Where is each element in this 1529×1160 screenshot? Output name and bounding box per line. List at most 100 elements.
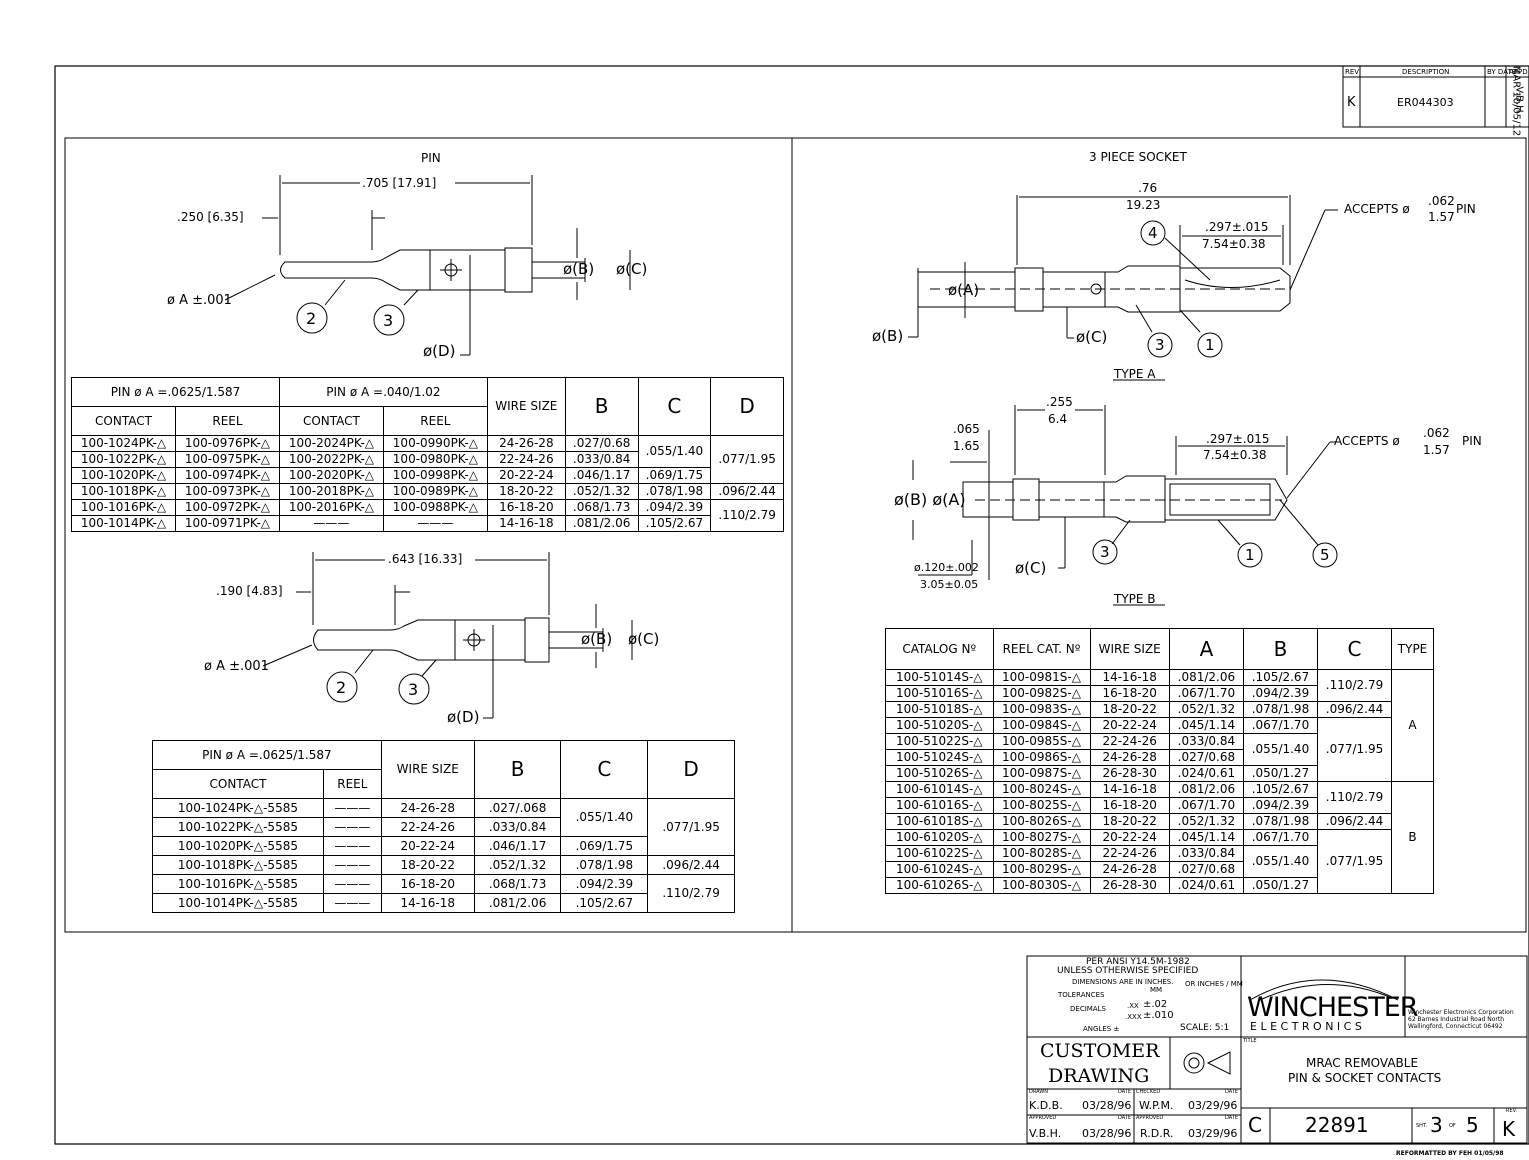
type-b-bore-top: .297±.015 <box>1206 432 1270 446</box>
table-row: 100-1018PK-△ 100-0973PK-△ 100-2018PK-△ 1… <box>71 483 784 500</box>
table-row: 100-51022S-△ 100-0985S-△ 22-24-26 .033/0… <box>885 733 1434 766</box>
approved-date-label: DATE <box>1118 1115 1132 1121</box>
xx-tolerance: ±.02 <box>1143 999 1168 1010</box>
rev-description: ER044303 <box>1397 96 1454 109</box>
table-cell: 16-18-20 <box>1089 797 1170 814</box>
table-cell: .078/1.98 <box>1242 813 1319 830</box>
table-cell: 100-61026S-△ <box>885 877 994 894</box>
table-cell: 100-2016PK-△ <box>278 499 384 516</box>
appd-col-header: APPD <box>1509 68 1528 76</box>
socket-table-wire-header: WIRE SIZE <box>1089 628 1170 670</box>
table-cell: 100-1020PK-△ <box>71 467 176 484</box>
table-cell: 100-8024S-△ <box>992 781 1091 798</box>
table-cell: 20-22-24 <box>1089 829 1170 846</box>
pin-table-1-c-header: C <box>637 377 712 436</box>
type-b-front-bottom: 1.65 <box>953 439 980 453</box>
table-cell: .067/1.70 <box>1242 829 1319 846</box>
table-cell: .052/1.32 <box>473 855 562 875</box>
table-cell: .110/2.79 <box>1316 781 1393 814</box>
table-cell: 100-0987S-△ <box>992 765 1091 782</box>
table-cell: 20-22-24 <box>1089 717 1170 734</box>
table-cell: A <box>1391 669 1434 782</box>
table-cell: 24-26-28 <box>486 435 566 452</box>
table-cell: .105/2.67 <box>1242 669 1319 686</box>
table-cell: .033/0.84 <box>1168 845 1244 862</box>
approved2-date-label: DATE <box>1225 1115 1239 1121</box>
pin-table-1-contact-header: CONTACT <box>71 406 176 436</box>
table-cell: .077/1.95 <box>647 798 735 856</box>
table-cell: .033/0.84 <box>1168 733 1244 750</box>
pin2-dim-tip: .190 [4.83] <box>216 584 283 598</box>
table-cell: 100-0981S-△ <box>992 669 1091 686</box>
title-block-linework <box>1026 955 1528 1144</box>
balloon-4: 4 <box>1148 224 1158 242</box>
tolerances-label: TOLERANCES <box>1058 991 1105 999</box>
sheet-number: 3 <box>1430 1113 1443 1137</box>
balloon-3: 3 <box>383 311 394 330</box>
drawn-date: 03/28/96 <box>1082 1099 1132 1112</box>
title-line2: PIN & SOCKET CONTACTS <box>1288 1071 1442 1085</box>
table-cell: 100-0988PK-△ <box>382 499 488 516</box>
pin-table-2-group-header: PIN ø A =.0625/1.587 <box>152 740 382 770</box>
table-cell: 100-61022S-△ <box>885 845 994 862</box>
table-cell: 100-0974PK-△ <box>174 467 280 484</box>
balloon-5: 5 <box>1320 546 1330 564</box>
type-b-dia-top: ø.120±.002 <box>914 561 979 574</box>
pin-table-1-b-header: B <box>564 377 639 436</box>
sheet-total: 5 <box>1466 1113 1479 1137</box>
table-cell: 100-1018PK-△ <box>71 483 176 500</box>
type-b-accepts-suffix: PIN <box>1462 434 1482 448</box>
table-cell: 100-61024S-△ <box>885 861 994 878</box>
table-cell: 100-0985S-△ <box>992 733 1091 750</box>
customer-drawing-line1: CUSTOMER <box>1040 1040 1160 1062</box>
xxx-tolerance: ±.010 <box>1143 1010 1174 1021</box>
table-cell: .033/0.84 <box>473 817 562 837</box>
table-row: 100-51014S-△ 100-0981S-△ 14-16-18 .081/2… <box>885 669 1434 782</box>
table-cell: ——— <box>322 798 382 818</box>
table-cell: .068/1.73 <box>564 499 639 516</box>
table-cell: 14-16-18 <box>380 893 475 913</box>
decimals-label: DECIMALS <box>1070 1005 1106 1013</box>
table-cell: 100-1014PK-△ <box>71 515 176 532</box>
table-cell: 100-1022PK-△-5585 <box>152 817 324 837</box>
table-cell: .069/1.75 <box>637 467 712 484</box>
rev-appd: V.B.H. <box>1513 86 1525 116</box>
table-cell: .094/2.39 <box>1242 685 1319 702</box>
customer-drawing-line2: DRAWING <box>1048 1065 1150 1087</box>
type-b-front-top: .065 <box>953 422 980 436</box>
table-row: 100-1014PK-△-5585 ——— 14-16-18 .081/2.06… <box>152 893 735 913</box>
pin-table-1-group1-header: PIN ø A =.0625/1.587 <box>71 377 280 407</box>
table-cell: .068/1.73 <box>473 874 562 894</box>
table-cell: 100-51026S-△ <box>885 765 994 782</box>
table-cell: 100-8028S-△ <box>992 845 1091 862</box>
table-row: 100-1024PK-△ 100-0976PK-△ 100-2024PK-△ 1… <box>71 435 784 484</box>
type-b-shoulder-bottom: 6.4 <box>1048 412 1068 426</box>
table-cell: .024/0.61 <box>1168 765 1244 782</box>
checked-date-label: DATE <box>1225 1089 1239 1095</box>
table-cell: 100-1022PK-△ <box>71 451 176 468</box>
reformatted-note: REFORMATTED BY FEH 01/05/98 <box>1396 1150 1504 1157</box>
type-a-label-b: ø(B) <box>872 327 904 345</box>
table-cell: .055/1.40 <box>1242 845 1319 878</box>
balloon-2b: 2 <box>336 678 347 697</box>
type-a-accepts-bottom: 1.57 <box>1428 210 1455 224</box>
table-cell: 18-20-22 <box>1089 701 1170 718</box>
approved2-label: APPROVED <box>1136 1115 1164 1121</box>
ansi-line2: UNLESS OTHERWISE SPECIFIED <box>1057 966 1199 976</box>
drawn-by: K.D.B. <box>1029 1099 1063 1112</box>
table-cell: 100-8027S-△ <box>992 829 1091 846</box>
checked-date: 03/29/96 <box>1188 1099 1238 1112</box>
table-cell: 100-1024PK-△-5585 <box>152 798 324 818</box>
table-cell: 14-16-18 <box>1089 669 1170 686</box>
table-cell: 100-61014S-△ <box>885 781 994 798</box>
table-cell: .050/1.27 <box>1242 877 1319 894</box>
table-cell: 20-22-24 <box>486 467 566 484</box>
table-row: 100-61014S-△ 100-8024S-△ 14-16-18 .081/2… <box>885 781 1434 894</box>
table-cell: .027/0.68 <box>1168 861 1244 878</box>
table-row: 100-61022S-△ 100-8028S-△ 22-24-26 .033/0… <box>885 845 1434 878</box>
table-row: 100-1024PK-△-5585 ——— 24-26-28 .027/.068… <box>152 798 735 856</box>
table-cell: .110/2.79 <box>710 499 784 532</box>
table-cell: 100-0975PK-△ <box>174 451 280 468</box>
table-cell: 100-2018PK-△ <box>278 483 384 500</box>
type-a-label-c: ø(C) <box>1076 328 1108 346</box>
